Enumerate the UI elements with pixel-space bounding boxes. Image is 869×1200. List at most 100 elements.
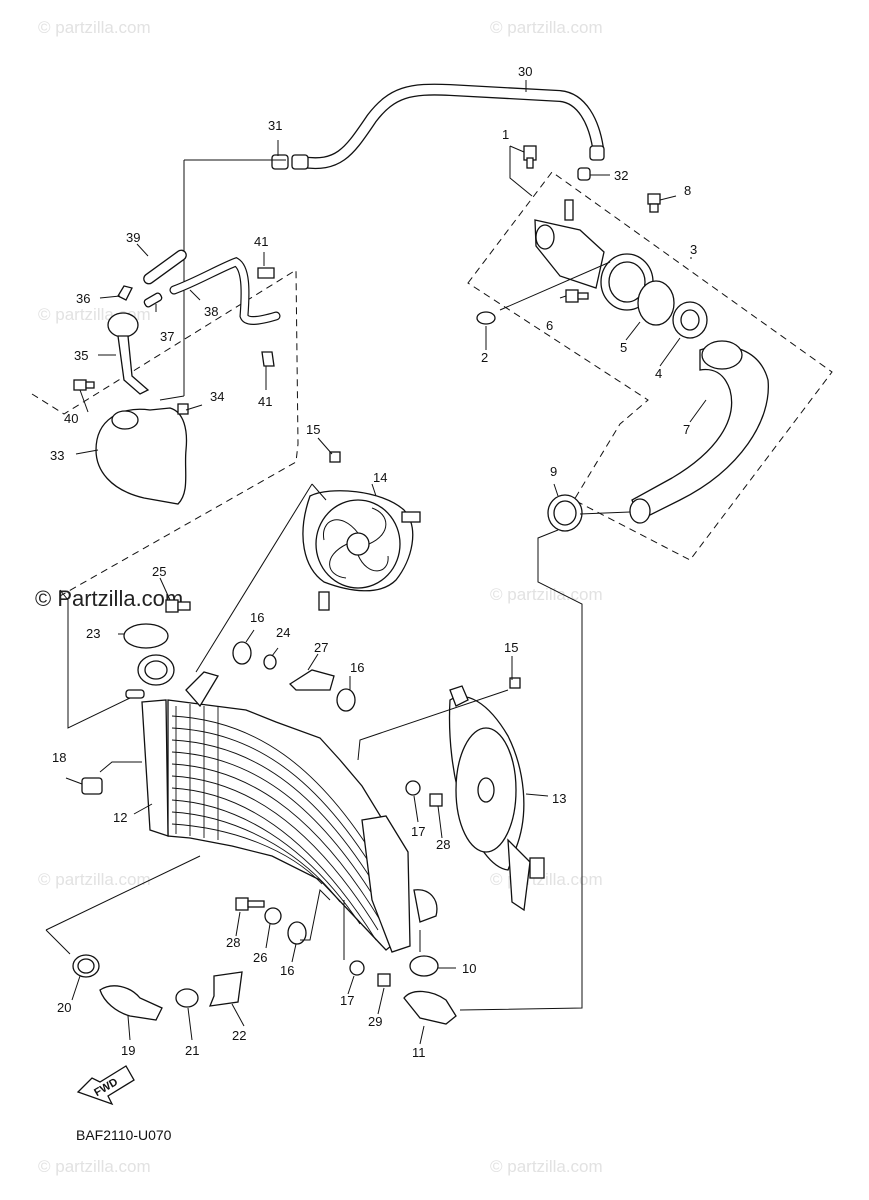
reference-lines xyxy=(45,80,707,1045)
part-18-damper xyxy=(81,777,103,795)
callout-14: 14 xyxy=(373,470,387,485)
part-11-hose xyxy=(403,990,457,1025)
callout-24: 24 xyxy=(276,625,290,640)
callout-8: 8 xyxy=(684,183,691,198)
part-26-washer xyxy=(264,907,282,925)
fwd-arrow-icon: FWD xyxy=(76,1065,135,1106)
callout-7: 7 xyxy=(683,422,690,437)
part-10-clamp xyxy=(409,955,439,977)
callout-10: 10 xyxy=(462,961,476,976)
watermark: © partzilla.com xyxy=(38,870,151,889)
callout-15: 15 xyxy=(504,640,518,655)
watermark: © partzilla.com xyxy=(490,18,603,37)
callout-23: 23 xyxy=(86,626,100,641)
watermark-prominent: © Partzilla.com xyxy=(35,586,183,611)
callout-30: 30 xyxy=(518,64,532,79)
part-19-hose xyxy=(99,985,163,1021)
part-5-o-ring xyxy=(637,280,675,326)
callout-40: 40 xyxy=(64,411,78,426)
part-41-clip xyxy=(257,267,275,367)
callout-35: 35 xyxy=(74,348,88,363)
callout-38: 38 xyxy=(204,304,218,319)
callout-26: 26 xyxy=(253,950,267,965)
part-7-pipe xyxy=(629,340,769,524)
callout-21: 21 xyxy=(185,1043,199,1058)
watermarks: © partzilla.com © partzilla.com © partzi… xyxy=(38,18,603,1176)
callout-16: 16 xyxy=(350,660,364,675)
part-13-fan-lower xyxy=(448,685,545,912)
part-17-collar xyxy=(349,780,421,976)
part-12-radiator xyxy=(125,654,438,953)
part-24-collar xyxy=(263,654,277,670)
callout-16: 16 xyxy=(280,963,294,978)
callout-16: 16 xyxy=(250,610,264,625)
callout-18: 18 xyxy=(52,750,66,765)
callout-15: 15 xyxy=(306,422,320,437)
part-23-cap xyxy=(123,623,169,649)
callout-36: 36 xyxy=(76,291,90,306)
part-35-cap xyxy=(107,312,150,395)
callout-9: 9 xyxy=(550,464,557,479)
part-34-nut xyxy=(177,403,189,415)
watermark: © partzilla.com xyxy=(490,585,603,604)
callouts: 1 2 3 4 5 6 7 8 9 10 11 12 13 14 15 15 1… xyxy=(50,64,697,1060)
part-31-clamp xyxy=(271,154,289,170)
part-29-nut xyxy=(377,973,391,987)
part-2-o-ring xyxy=(476,311,496,325)
callout-3: 3 xyxy=(690,242,697,257)
part-20-clamp xyxy=(72,954,100,978)
callout-39: 39 xyxy=(126,230,140,245)
callout-29: 29 xyxy=(368,1014,382,1029)
callout-4: 4 xyxy=(655,366,662,381)
callout-20: 20 xyxy=(57,1000,71,1015)
part-27-bracket xyxy=(288,669,335,691)
callout-27: 27 xyxy=(314,640,328,655)
part-4-thermostat xyxy=(672,301,708,339)
watermark: © partzilla.com xyxy=(38,18,151,37)
part-9-clamp xyxy=(547,494,583,532)
assembly-outline-tank xyxy=(31,269,299,597)
callout-17: 17 xyxy=(340,993,354,1008)
callout-28: 28 xyxy=(436,837,450,852)
part-16-damper xyxy=(232,641,356,945)
callout-25: 25 xyxy=(152,564,166,579)
callout-28: 28 xyxy=(226,935,240,950)
callout-22: 22 xyxy=(232,1028,246,1043)
callout-6: 6 xyxy=(546,318,553,333)
callout-17: 17 xyxy=(411,824,425,839)
watermark: © partzilla.com xyxy=(38,1157,151,1176)
part-30-hose xyxy=(291,83,605,170)
callout-13: 13 xyxy=(552,791,566,806)
callout-32: 32 xyxy=(614,168,628,183)
callout-41: 41 xyxy=(254,234,268,249)
radiator-fins xyxy=(171,704,389,941)
part-33-reservoir xyxy=(95,407,188,505)
callout-19: 19 xyxy=(121,1043,135,1058)
callout-37: 37 xyxy=(160,329,174,344)
part-1-bolt xyxy=(523,145,537,169)
watermark: © partzilla.com xyxy=(490,870,603,889)
part-25-bolt xyxy=(165,599,191,613)
part-15-bolt-lower xyxy=(509,677,521,689)
part-28-bolt xyxy=(235,793,443,911)
part-40-bolt xyxy=(73,379,95,391)
callout-5: 5 xyxy=(620,340,627,355)
part-22-guard xyxy=(208,971,243,1007)
callout-12: 12 xyxy=(113,810,127,825)
part-39-hose xyxy=(143,249,187,285)
watermark: © partzilla.com xyxy=(490,1157,603,1176)
callout-2: 2 xyxy=(481,350,488,365)
part-15-bolt-upper xyxy=(329,451,341,463)
callout-11: 11 xyxy=(412,1045,426,1060)
part-8-bolt xyxy=(647,193,661,213)
callout-34: 34 xyxy=(210,389,224,404)
part-14-fan-upper xyxy=(302,490,421,611)
part-36-hose xyxy=(117,285,133,301)
part-thermostat-cover xyxy=(534,199,654,311)
part-38-hose xyxy=(169,257,281,325)
assembly-outline-3 xyxy=(467,171,833,561)
callout-33: 33 xyxy=(50,448,64,463)
diagram-code: BAF2110-U070 xyxy=(76,1127,172,1143)
part-37-joint xyxy=(143,292,163,308)
